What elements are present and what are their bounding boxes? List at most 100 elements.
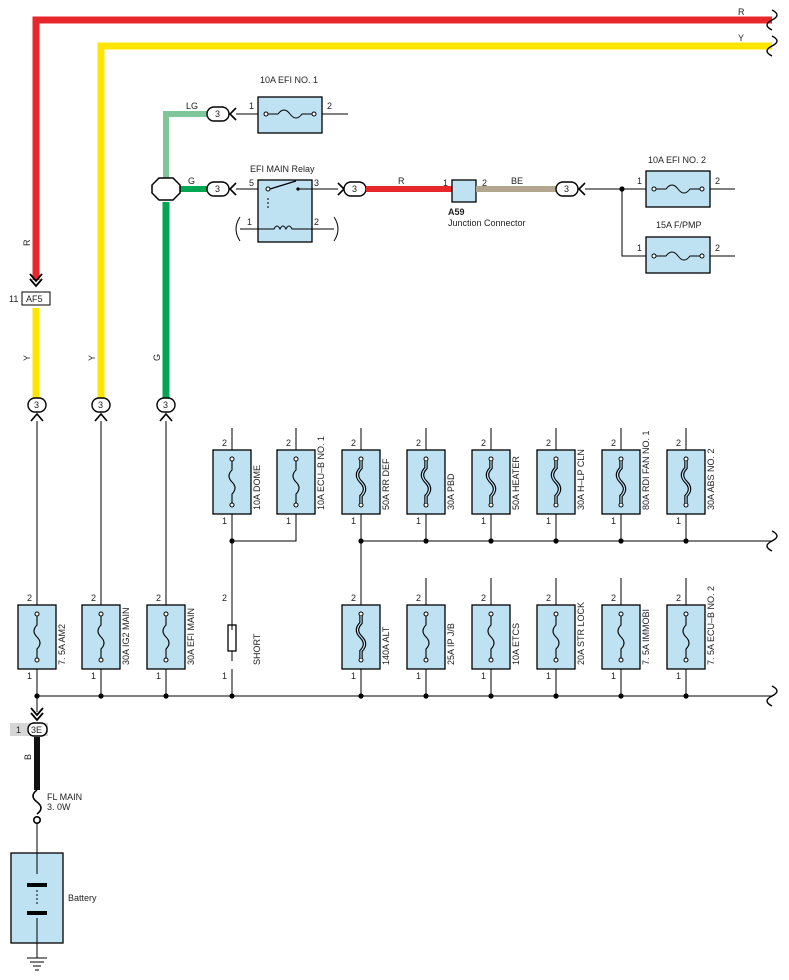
svg-text:1: 1 [286,516,291,526]
wire-fpmp-feed [621,189,646,257]
break-mark-y [766,35,778,57]
fuse-f-pmp: 15A F/PMP 1 2 [637,220,735,274]
connector-3-col3: 3 [156,397,176,422]
fl-main-fusible-link: FL MAIN 3. 0W [32,789,82,853]
break-mark-bus-upper [766,530,778,552]
svg-text:15A F/PMP: 15A F/PMP [656,220,702,230]
svg-text:1: 1 [611,671,616,681]
connector-3-col1: 3 [27,397,47,422]
svg-text:2: 2 [222,593,227,603]
af5-chevron-icon [29,273,43,288]
svg-text:30A ABS NO. 2: 30A ABS NO. 2 [706,448,716,510]
splice-octagon [151,177,181,201]
svg-text:1: 1 [637,176,642,186]
svg-text:Battery: Battery [68,893,97,903]
ground-icon [27,943,47,971]
fuse-efi-no1: 10A EFI NO. 1 1 2 [249,75,348,134]
svg-text:1: 1 [351,671,356,681]
svg-text:1: 1 [27,671,32,681]
wire-r-main [32,16,772,280]
wire-label-mid-y: Y [87,355,97,361]
svg-text:1: 1 [481,516,486,526]
svg-text:3: 3 [352,184,357,194]
svg-text:2: 2 [156,593,161,603]
svg-text:3: 3 [163,400,168,410]
svg-text:7. 5A IMMOBI: 7. 5A IMMOBI [641,609,651,665]
svg-text:EFI MAIN Relay: EFI MAIN Relay [250,164,315,174]
efi-main-relay: EFI MAIN Relay 5 3 1 2 [235,164,339,243]
af5-label: AF5 [26,294,43,304]
fuse-30a-h-lp-cln: 2 1 30A H–LP CLN [536,428,586,526]
svg-text:50A RR DEF: 50A RR DEF [381,458,391,510]
svg-text:2: 2 [546,593,551,603]
svg-text:30A PBD: 30A PBD [446,473,456,510]
fuse-7-5a-immobi: 2 1 7. 5A IMMOBI [601,585,651,681]
svg-text:10A ETCS: 10A ETCS [511,623,521,665]
svg-text:10A EFI NO. 1: 10A EFI NO. 1 [260,75,318,85]
svg-text:30A EFI MAIN: 30A EFI MAIN [186,608,196,665]
svg-text:2: 2 [91,593,96,603]
svg-text:3: 3 [564,184,569,194]
svg-text:1: 1 [611,516,616,526]
connector-3-col2: 3 [91,397,111,422]
break-mark-r [766,9,778,31]
svg-text:1: 1 [481,671,486,681]
fuse-30a-efi-main: 2 1 30A EFI MAIN [146,585,196,681]
fuse-efi-no2: 10A EFI NO. 2 1 2 [637,155,735,208]
svg-text:10A EFI NO. 2: 10A EFI NO. 2 [648,155,706,165]
svg-text:2: 2 [715,176,720,186]
svg-text:2: 2 [286,438,291,448]
svg-text:2: 2 [611,438,616,448]
svg-text:2: 2 [351,438,356,448]
wire-label-lg: LG [186,101,198,111]
fuse-50a-heater: 2 1 50A HEATER [471,428,521,526]
svg-text:2: 2 [676,438,681,448]
svg-text:1: 1 [156,671,161,681]
svg-text:2: 2 [481,438,486,448]
wire-label-b: B [23,754,33,760]
svg-text:2: 2 [27,593,32,603]
svg-text:2: 2 [546,438,551,448]
svg-text:1: 1 [91,671,96,681]
svg-text:3: 3 [215,184,220,194]
svg-text:3: 3 [98,400,103,410]
wire-label-top-r: R [738,7,745,17]
3e-pin: 1 [16,725,21,735]
svg-text:2: 2 [611,593,616,603]
svg-text:1: 1 [546,516,551,526]
svg-text:1: 1 [222,671,227,681]
svg-text:1: 1 [546,671,551,681]
svg-text:30A H–LP CLN: 30A H–LP CLN [576,449,586,510]
svg-text:1: 1 [676,671,681,681]
svg-text:1: 1 [416,516,421,526]
svg-text:1: 1 [416,671,421,681]
wire-label-left-y: Y [22,355,32,361]
connector-3-lg: 3 [206,106,237,122]
svg-text:3: 3 [34,400,39,410]
svg-text:50A HEATER: 50A HEATER [511,456,521,510]
bus-dome-ecub [231,517,297,542]
svg-text:2: 2 [676,593,681,603]
svg-text:10A DOME: 10A DOME [252,465,262,510]
svg-text:2: 2 [222,438,227,448]
connector-3-be: 3 [555,181,586,197]
battery: Battery [10,852,97,944]
connector-3e: 3E [27,722,48,737]
svg-text:2: 2 [715,243,720,253]
svg-text:FL MAIN: FL MAIN [47,792,82,802]
svg-text:3E: 3E [31,725,42,735]
svg-text:2: 2 [314,217,319,227]
wire-lg [163,111,207,178]
